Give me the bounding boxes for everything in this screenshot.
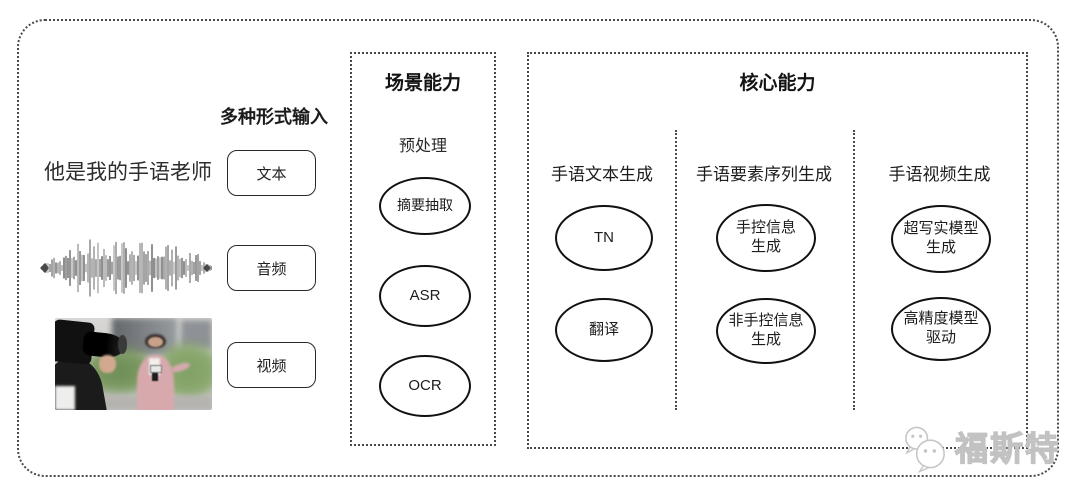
speech-bubble-faces-icon xyxy=(905,426,945,473)
column-header-sign-video-generation: 手语视频生成 xyxy=(888,165,991,184)
node-translation: 翻译 xyxy=(555,298,653,362)
microphone-flag xyxy=(149,364,163,374)
camera-lens-front xyxy=(117,335,128,354)
scenario-capability-panel: 场景能力 预处理 摘要抽取 ASR OCR xyxy=(350,52,496,446)
node-label: ASR xyxy=(409,286,441,304)
node-asr: ASR xyxy=(379,265,471,327)
core-capability-panel: 核心能力 手语文本生成 手语要素序列生成 手语视频生成 TN 翻译 手控信息 生… xyxy=(527,52,1028,449)
node-hyperrealistic-model-generation: 超写实模型 生成 xyxy=(891,205,991,273)
core-panel-title: 核心能力 xyxy=(739,73,816,94)
node-tn: TN xyxy=(555,205,653,271)
brand-name-text: 福斯特 xyxy=(954,429,1060,467)
node-label: 翻译 xyxy=(588,320,619,338)
node-label: 高精度模型 驱动 xyxy=(903,310,979,346)
node-ocr: OCR xyxy=(379,355,471,417)
input-type-label: 视频 xyxy=(256,357,287,375)
outer-dotted-frame xyxy=(17,19,1059,477)
node-label: OCR xyxy=(408,376,442,394)
column-divider xyxy=(675,130,677,410)
input-type-box-video: 视频 xyxy=(227,342,316,388)
input-type-label: 音频 xyxy=(256,260,287,278)
node-label: 手控信息 生成 xyxy=(735,219,796,255)
preprocessing-label: 预处理 xyxy=(398,138,447,155)
watermark: 福斯特 xyxy=(900,422,1060,474)
input-type-box-audio: 音频 xyxy=(227,245,316,291)
node-summary-extraction: 摘要抽取 xyxy=(379,177,471,235)
input-type-label: 文本 xyxy=(256,165,287,183)
cameraman-hand xyxy=(98,354,117,374)
column-header-sign-element-sequence-generation: 手语要素序列生成 xyxy=(696,165,832,184)
node-manual-info-generation: 手控信息 生成 xyxy=(716,204,816,272)
scenario-panel-title: 场景能力 xyxy=(384,73,461,94)
node-label: 摘要抽取 xyxy=(397,197,453,214)
node-label: TN xyxy=(594,228,614,246)
audio-waveform-icon xyxy=(40,236,213,300)
node-label: 超写实模型 生成 xyxy=(903,220,979,256)
input-section-label: 多种形式输入 xyxy=(220,107,328,127)
node-non-manual-info-generation: 非手控信息 生成 xyxy=(716,298,816,364)
reporter-face xyxy=(148,337,163,348)
video-thumbnail xyxy=(55,318,212,410)
sample-sentence-text: 他是我的手语老师 xyxy=(44,161,212,184)
input-type-box-text: 文本 xyxy=(227,150,316,196)
node-high-precision-model-driving: 高精度模型 驱动 xyxy=(891,297,991,361)
node-label: 非手控信息 生成 xyxy=(728,312,804,348)
column-header-sign-text-generation: 手语文本生成 xyxy=(551,165,653,184)
cameraman-shirt xyxy=(55,386,76,410)
column-divider xyxy=(853,130,855,410)
